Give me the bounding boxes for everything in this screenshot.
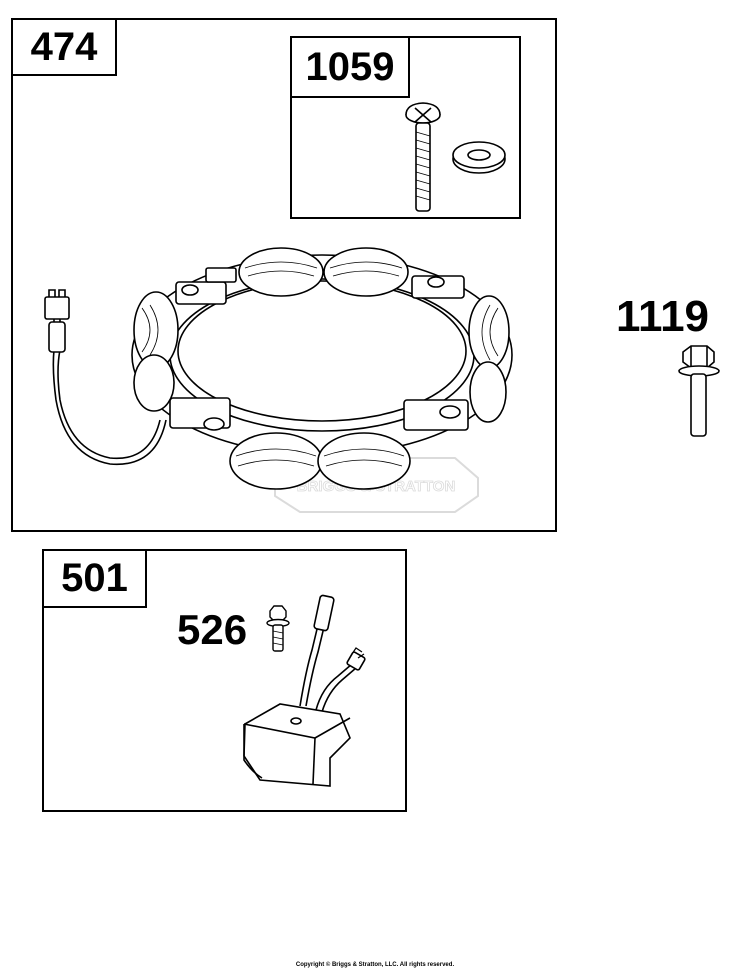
rectifier-drawing: [243, 594, 366, 787]
callout-526[interactable]: 526: [177, 606, 248, 653]
screw-kit-box: 1059: [290, 36, 521, 219]
bolt-1119-drawing: [678, 345, 720, 437]
screw-1059-drawing: [405, 102, 441, 212]
rectifier-assembly-box: 501: [42, 549, 407, 812]
mounting-tabs: [169, 267, 469, 431]
callout-501[interactable]: 501: [44, 551, 147, 608]
copyright-text: Copyright © Briggs & Stratton, LLC. All …: [295, 962, 455, 968]
callout-474[interactable]: 474: [13, 20, 117, 76]
washer-drawing: [452, 141, 506, 174]
callout-1059[interactable]: 1059: [292, 38, 410, 98]
callout-1119[interactable]: 1119: [616, 292, 710, 341]
stator-drawing: [44, 247, 513, 490]
screw-526-drawing: [266, 605, 290, 652]
